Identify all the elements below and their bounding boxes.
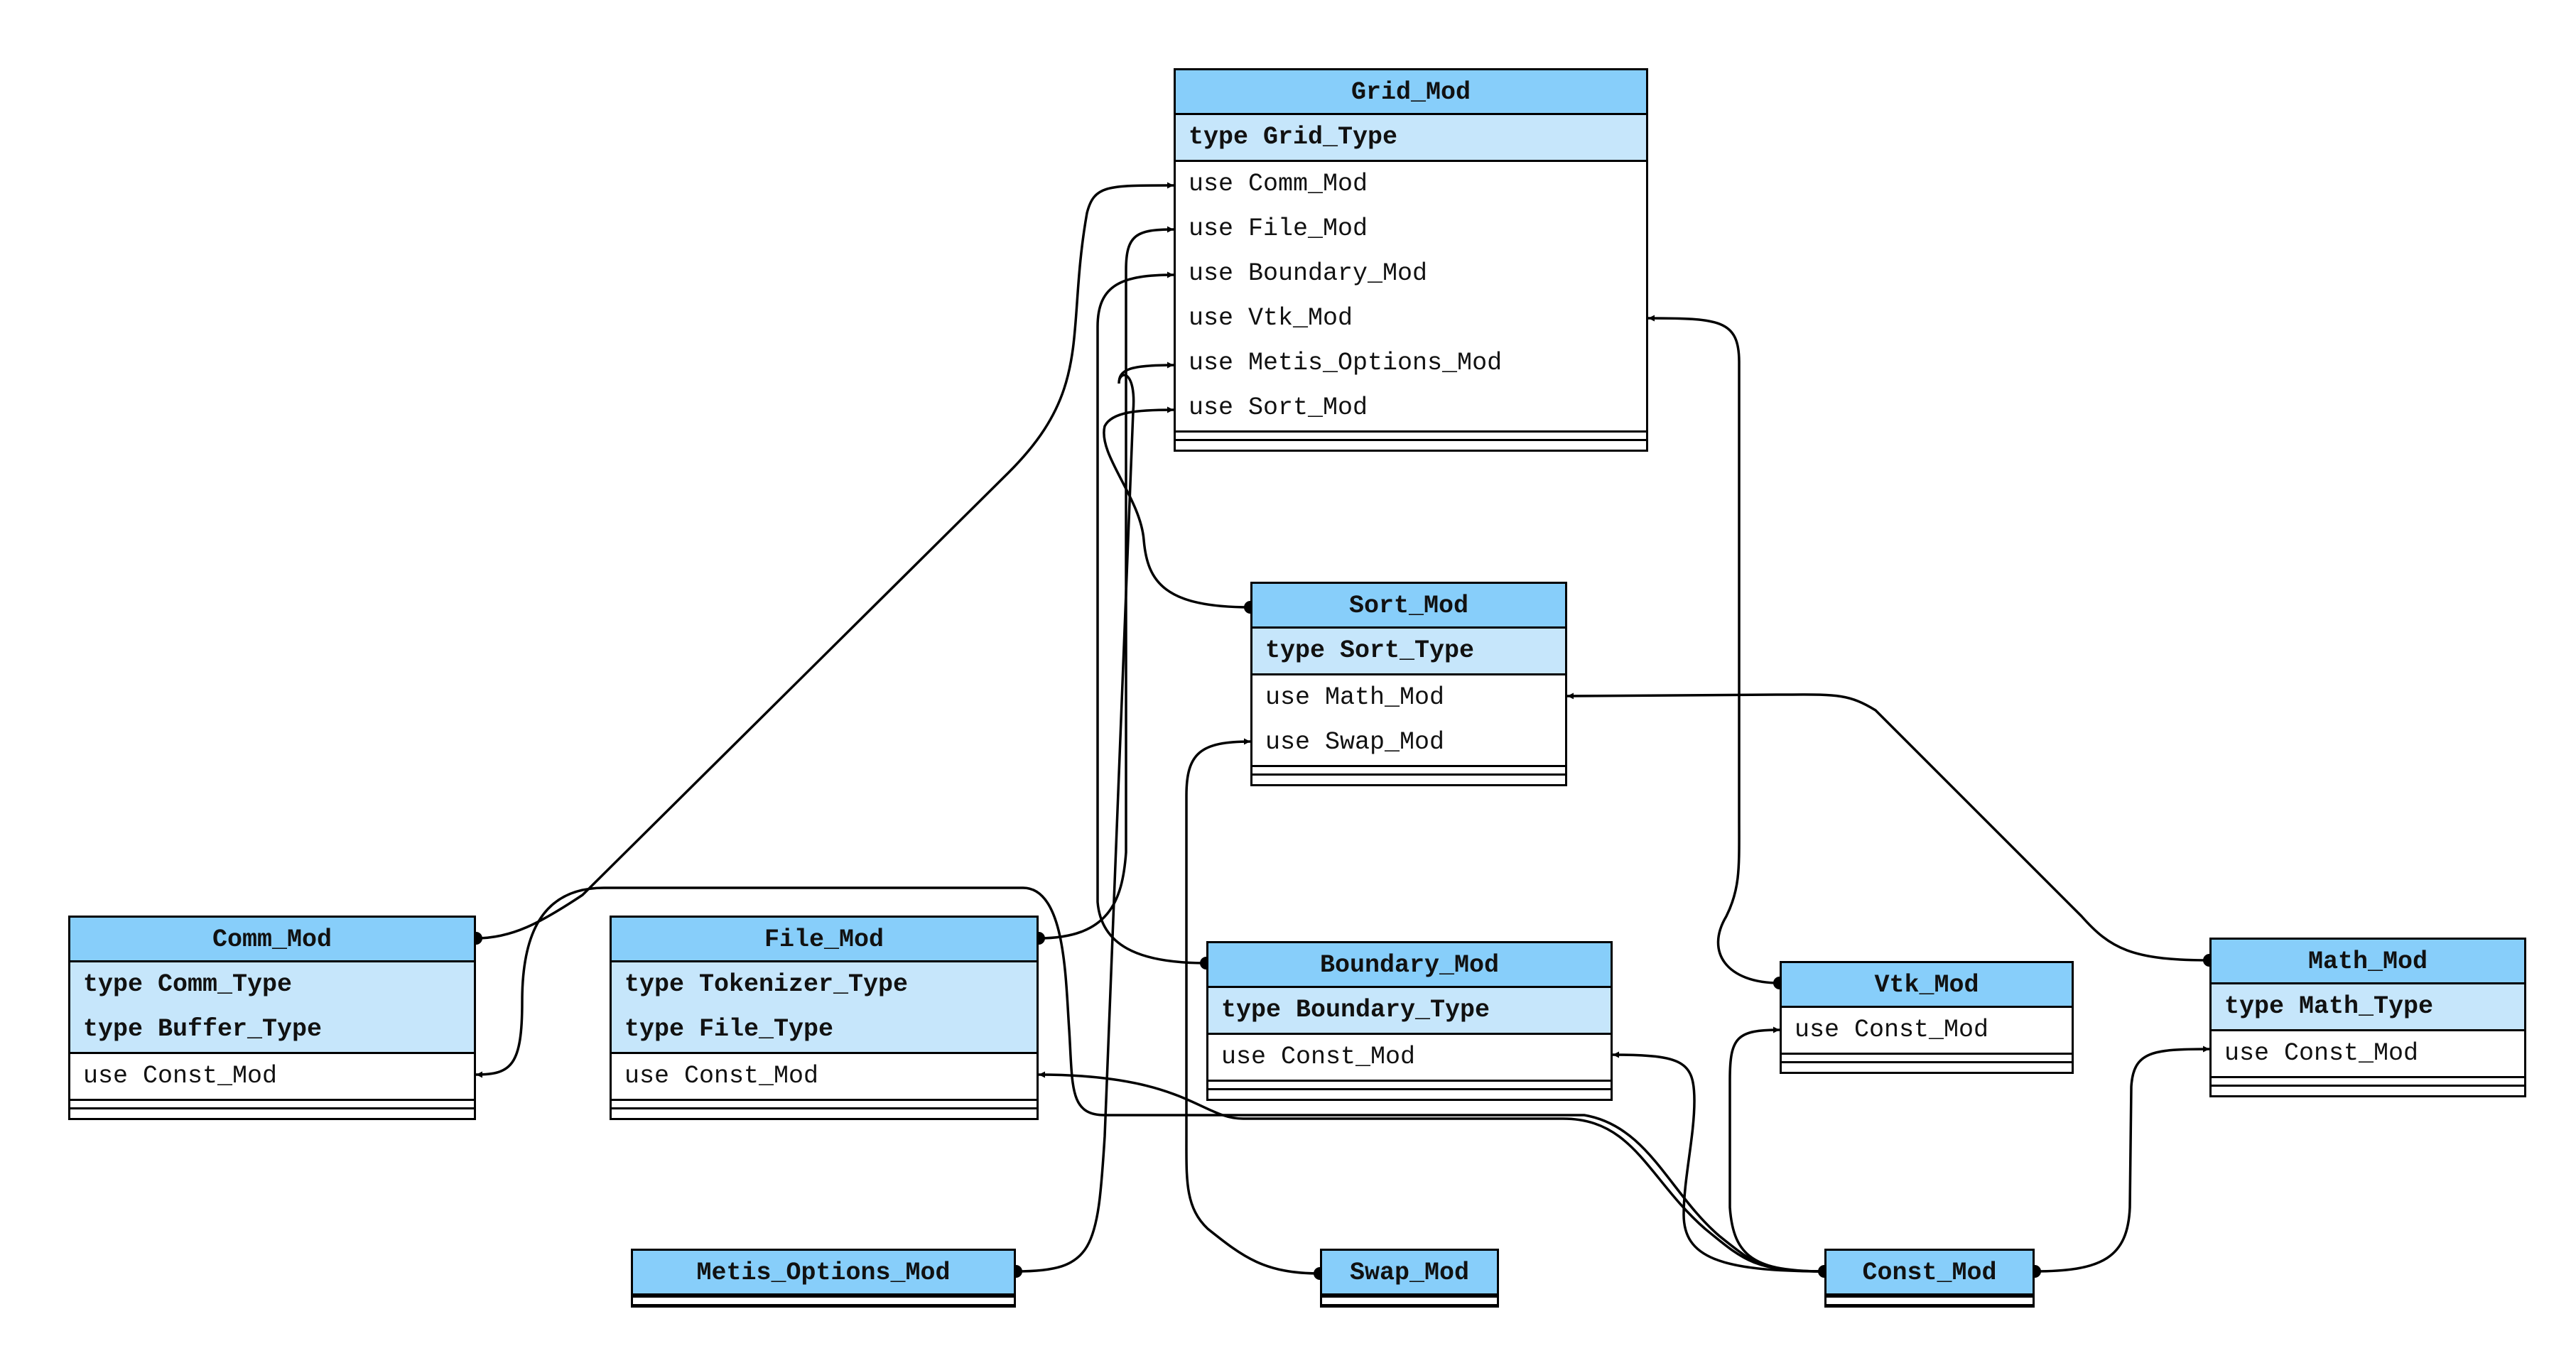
edge-vtk-to-grid — [1647, 315, 1780, 984]
uses-section: use Const_Mod — [612, 1054, 1037, 1099]
node-footer — [1322, 1296, 1497, 1306]
node-title: File_Mod — [612, 918, 1037, 962]
edge-swap-to-sort — [1185, 738, 1321, 1275]
node-title: Metis_Options_Mod — [633, 1251, 1014, 1296]
edge-comm-to-grid — [475, 182, 1174, 940]
types-section: type Grid_Type — [1176, 115, 1646, 162]
types-section: type Tokenizer_Type type File_Type — [612, 962, 1037, 1054]
types-section: type Boundary_Type — [1208, 988, 1611, 1035]
node-file-mod[interactable]: File_Mod type Tokenizer_Type type File_T… — [610, 916, 1039, 1120]
node-title: Math_Mod — [2212, 940, 2524, 984]
use-entry: use Comm_Mod — [1189, 170, 1368, 198]
use-entry: use Vtk_Mod — [1189, 304, 1353, 332]
node-boundary-mod[interactable]: Boundary_Mod type Boundary_Type use Cons… — [1206, 941, 1613, 1101]
node-footer — [2212, 1076, 2524, 1095]
edge-const-to-file — [1038, 1071, 1825, 1273]
node-title: Comm_Mod — [70, 918, 474, 962]
edge-const-to-comm — [475, 886, 1825, 1273]
types-section: type Math_Type — [2212, 984, 2524, 1031]
use-entry: use Const_Mod — [1221, 1043, 1416, 1071]
node-title: Boundary_Mod — [1208, 943, 1611, 988]
use-entry: use Const_Mod — [1795, 1016, 1989, 1044]
node-const-mod[interactable]: Const_Mod — [1824, 1249, 2035, 1308]
node-title: Swap_Mod — [1322, 1251, 1497, 1296]
type-entry: type Buffer_Type — [83, 1015, 323, 1043]
use-entry: use Sort_Mod — [1189, 393, 1368, 422]
node-footer — [1176, 430, 1646, 450]
uses-section: use Const_Mod — [1208, 1035, 1611, 1080]
node-vtk-mod[interactable]: Vtk_Mod use Const_Mod — [1780, 961, 2074, 1074]
node-title: Vtk_Mod — [1782, 963, 2072, 1008]
node-title: Sort_Mod — [1252, 584, 1565, 629]
uses-section: use Const_Mod — [1782, 1008, 2072, 1053]
node-footer — [1782, 1053, 2072, 1072]
type-entry: type Comm_Type — [83, 970, 293, 999]
edge-math-to-sort — [1566, 693, 2210, 962]
use-entry: use Metis_Options_Mod — [1189, 349, 1503, 377]
edge-sort-to-grid — [1103, 406, 1251, 609]
use-entry: use Swap_Mod — [1265, 728, 1445, 756]
node-swap-mod[interactable]: Swap_Mod — [1320, 1249, 1499, 1308]
node-footer — [70, 1099, 474, 1118]
uses-section: use Comm_Mod use File_Mod use Boundary_M… — [1176, 162, 1646, 430]
use-entry: use Const_Mod — [83, 1062, 278, 1090]
type-entry: type Tokenizer_Type — [624, 970, 909, 999]
use-entry: use Const_Mod — [624, 1062, 819, 1090]
type-entry: type Sort_Type — [1265, 636, 1475, 665]
edge-const-to-math — [2034, 1046, 2210, 1273]
edge-file-to-grid — [1038, 226, 1174, 940]
edge-const-to-vtk — [1728, 1026, 1825, 1273]
use-entry: use Math_Mod — [1265, 683, 1445, 712]
node-footer — [1827, 1296, 2033, 1306]
node-title: Grid_Mod — [1176, 70, 1646, 115]
node-title: Const_Mod — [1827, 1251, 2033, 1296]
uses-section: use Const_Mod — [2212, 1031, 2524, 1076]
edge-boundary-to-grid — [1096, 271, 1207, 965]
types-section: type Comm_Type type Buffer_Type — [70, 962, 474, 1054]
node-footer — [1252, 765, 1565, 784]
type-entry: type Grid_Type — [1189, 123, 1398, 151]
node-math-mod[interactable]: Math_Mod type Math_Type use Const_Mod — [2209, 938, 2526, 1097]
type-entry: type File_Type — [624, 1015, 834, 1043]
uses-section: use Const_Mod — [70, 1054, 474, 1099]
uses-section: use Math_Mod use Swap_Mod — [1252, 675, 1565, 765]
node-footer — [612, 1099, 1037, 1118]
type-entry: type Boundary_Type — [1221, 996, 1490, 1024]
use-entry: use Boundary_Mod — [1189, 259, 1428, 288]
node-footer — [633, 1296, 1014, 1306]
node-grid-mod[interactable]: Grid_Mod type Grid_Type use Comm_Mod use… — [1174, 68, 1648, 452]
node-footer — [1208, 1080, 1611, 1099]
use-entry: use File_Mod — [1189, 215, 1368, 243]
use-entry: use Const_Mod — [2224, 1039, 2419, 1068]
node-comm-mod[interactable]: Comm_Mod type Comm_Type type Buffer_Type… — [68, 916, 476, 1120]
node-sort-mod[interactable]: Sort_Mod type Sort_Type use Math_Mod use… — [1250, 582, 1567, 786]
type-entry: type Math_Type — [2224, 992, 2434, 1021]
node-metis-options-mod[interactable]: Metis_Options_Mod — [631, 1249, 1016, 1308]
edge-metis-to-grid — [1015, 362, 1174, 1273]
types-section: type Sort_Type — [1252, 629, 1565, 675]
edge-const-to-boundary — [1612, 1051, 1825, 1273]
